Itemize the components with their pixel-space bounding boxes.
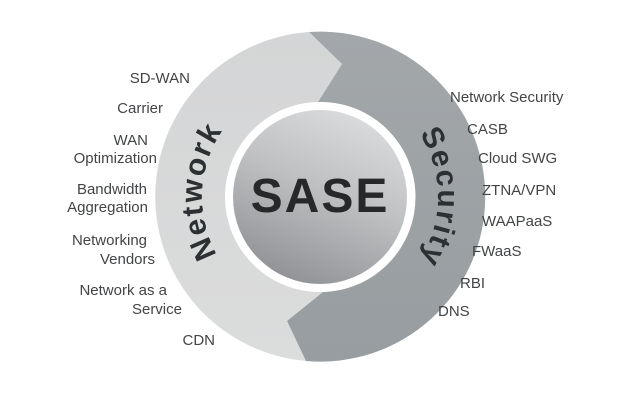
security-item-label: ZTNA/VPN bbox=[482, 182, 557, 199]
security-item-label: FWaaS bbox=[472, 243, 522, 260]
security-item-label: Network Security bbox=[450, 89, 564, 106]
network-item-label: CDN bbox=[182, 332, 216, 349]
security-item-label: CASB bbox=[467, 121, 508, 138]
network-item-label-line: Service bbox=[131, 301, 182, 318]
network-arc-segment bbox=[155, 32, 342, 361]
security-item-label: WAAPaaS bbox=[482, 213, 553, 230]
center-disk bbox=[233, 110, 407, 284]
security-item-label: Cloud SWG bbox=[478, 150, 558, 167]
network-item-label-line: Network as a bbox=[79, 282, 167, 299]
security-arc-segment bbox=[287, 31, 486, 362]
security-item-label: RBI bbox=[460, 275, 486, 292]
network-item-label-line: WAN bbox=[113, 132, 148, 149]
network-item-label-line: Vendors bbox=[99, 251, 155, 268]
network-item-label: Carrier bbox=[117, 100, 163, 117]
network-item-label-line: Aggregation bbox=[67, 199, 148, 216]
network-item-label-line: Networking bbox=[71, 232, 147, 249]
security-item-label: DNS bbox=[438, 303, 470, 320]
center-label: SASE bbox=[251, 170, 390, 223]
network-item-label-line: Bandwidth bbox=[76, 181, 147, 198]
network-item-label-line: Optimization bbox=[73, 150, 157, 167]
network-item-label: SD-WAN bbox=[129, 70, 190, 87]
